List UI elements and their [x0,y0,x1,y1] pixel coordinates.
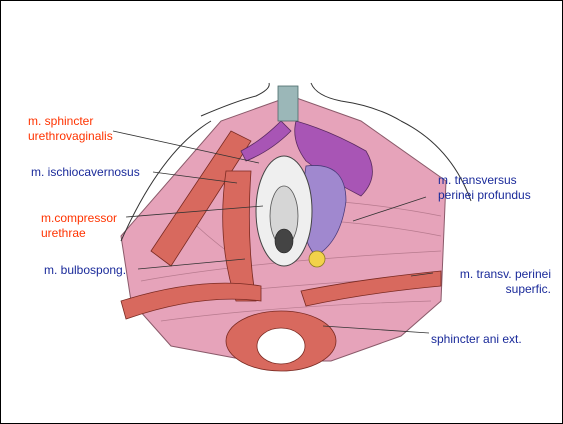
vaginal-canal [275,229,293,253]
label-sphincter-ani-externus: sphincter ani ext. [431,332,522,347]
bartholin-gland [309,251,325,267]
label-transv-superf-line1: m. transv. perinei [426,267,551,282]
label-sphincter-uv-line1: m. sphincter [28,114,113,129]
label-transv-superf-line2: superfic. [426,282,551,297]
label-compressor-urethrae: m.compressor urethrae [41,211,117,241]
label-transv-perinei-superfic: m. transv. perinei superfic. [426,267,551,297]
label-transversus-perinei-profundus: m. transversus perinei profundus [438,173,531,203]
label-compressor-line2: urethrae [41,226,117,241]
anus [257,328,305,364]
label-transversus-line1: m. transversus [438,173,531,188]
label-compressor-line1: m.compressor [41,211,117,226]
label-ischiocavernosus: m. ischiocavernosus [31,165,140,180]
label-sphincter-uv-line2: urethrovaginalis [28,129,113,144]
label-transversus-line2: perinei profundus [438,188,531,203]
label-bulbospongiosus: m. bulbospong. [44,263,126,278]
urethra-tube [278,86,298,121]
label-sphincter-urethrovaginalis: m. sphincter urethrovaginalis [28,114,113,144]
